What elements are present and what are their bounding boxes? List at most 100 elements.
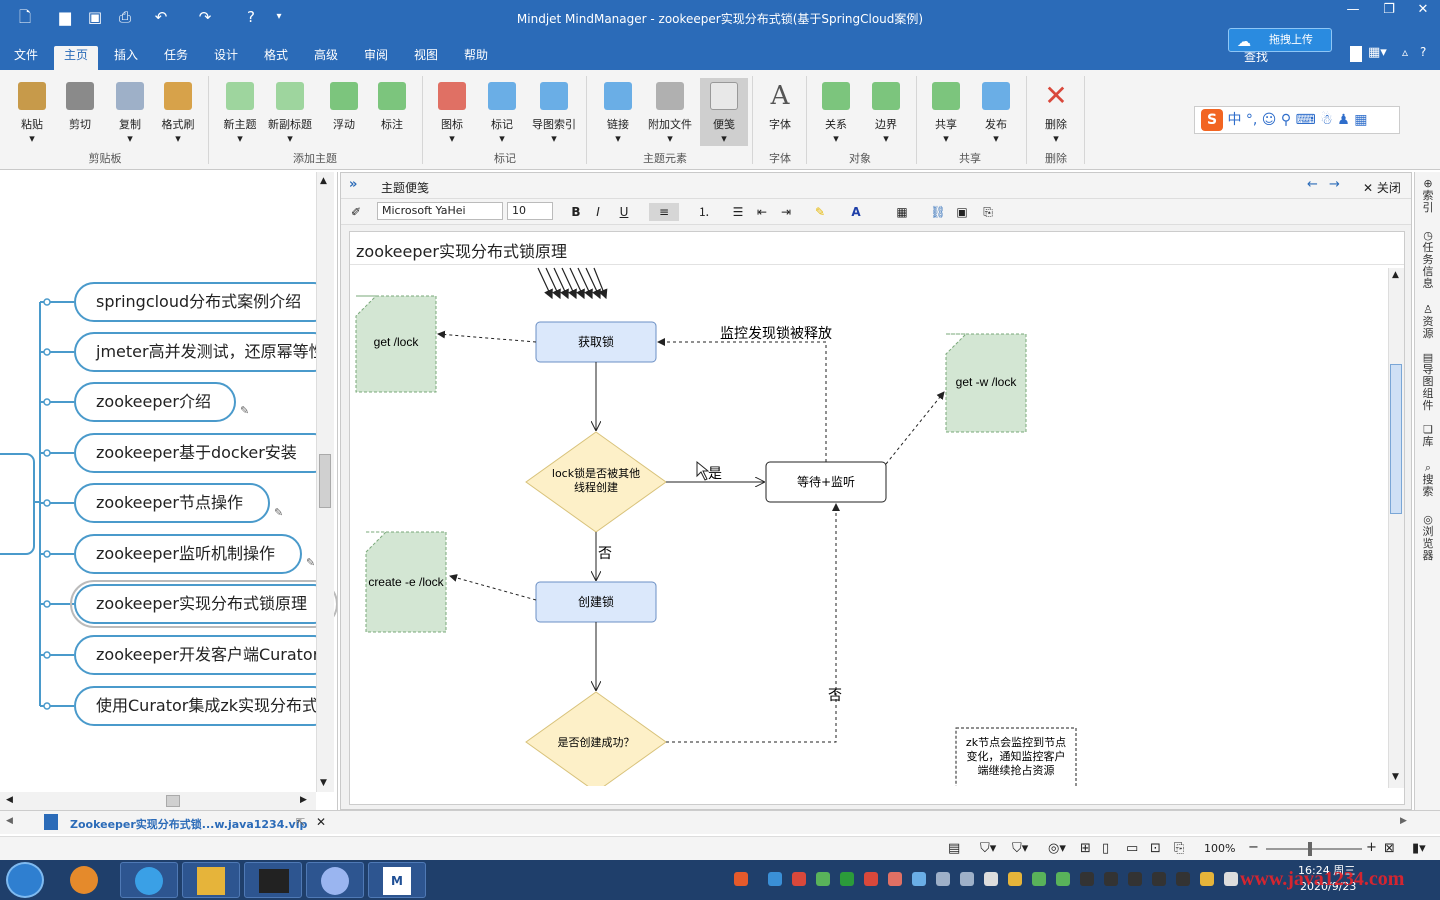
tray-icon[interactable] xyxy=(864,872,878,886)
tab-file[interactable]: 文件 xyxy=(14,48,39,62)
new-subtopic-button[interactable]: 新副标题▾ xyxy=(266,78,314,146)
delete-button[interactable]: ✕删除▾ xyxy=(1032,78,1080,146)
minimize-button[interactable]: — xyxy=(1346,2,1360,17)
topic-item-selected[interactable]: zookeeper实现分布式锁原理 xyxy=(70,580,337,628)
close-tab-icon[interactable]: ✕ xyxy=(316,815,327,829)
taskbar-app-mindmanager[interactable]: M xyxy=(368,862,426,898)
decrease-indent-button[interactable]: ⇤ xyxy=(756,205,768,219)
paste-button[interactable]: 粘贴▾ xyxy=(8,78,56,146)
highlight-icon[interactable]: ✎ xyxy=(814,205,826,219)
previous-icon[interactable]: ← xyxy=(1307,177,1318,192)
scroll-down-icon[interactable]: ▼ xyxy=(1392,772,1399,782)
expand-pane-icon[interactable]: » xyxy=(349,177,358,192)
taskbar-app-1[interactable] xyxy=(56,862,114,898)
tray-icon[interactable] xyxy=(912,872,926,886)
topic-item[interactable]: zookeeper节点操作 xyxy=(74,483,270,523)
attachment-button[interactable]: 附加文件▾ xyxy=(646,78,694,146)
redo-icon[interactable]: ↷ xyxy=(198,8,212,26)
tray-icon[interactable] xyxy=(1200,872,1214,886)
tray-icon[interactable] xyxy=(1032,872,1046,886)
tray-icon[interactable] xyxy=(888,872,902,886)
boundary-button[interactable]: 边界▾ xyxy=(862,78,910,146)
scroll-down-icon[interactable]: ▼ xyxy=(320,778,327,788)
layout-options-icon[interactable]: ▦▾ xyxy=(1368,45,1387,60)
increase-indent-button[interactable]: ⇥ xyxy=(780,205,792,219)
zoom-slider[interactable] xyxy=(1266,848,1362,850)
tray-icon[interactable] xyxy=(936,872,950,886)
tab-scroll-right-icon[interactable]: ▶ xyxy=(1400,816,1407,826)
qq-tray-icon[interactable] xyxy=(1080,872,1094,886)
help-icon[interactable]: ? xyxy=(247,8,255,26)
notes-editor[interactable]: zookeeper实现分布式锁原理 get /lock get -w /lock… xyxy=(349,231,1405,805)
tab-design[interactable]: 设计 xyxy=(214,48,239,62)
taskbar-app-2[interactable] xyxy=(120,862,178,898)
publish-button[interactable]: 发布▾ xyxy=(972,78,1020,146)
scroll-up-icon[interactable]: ▲ xyxy=(1392,270,1399,280)
insert-options-icon[interactable]: ⎘ xyxy=(983,205,993,219)
taskbar-app-5[interactable] xyxy=(306,862,364,898)
taskbar-app-3[interactable] xyxy=(182,862,240,898)
hyperlink-icon[interactable]: ⛓ xyxy=(930,205,946,219)
next-icon[interactable]: → xyxy=(1329,177,1340,192)
document-tab[interactable]: Zookeeper实现分布式锁...w.java1234.vip xyxy=(70,818,308,831)
font-color-icon[interactable]: A xyxy=(851,205,861,219)
mindmap-pane[interactable]: springcloud分布式案例介绍 jmeter高并发测试，还原幂等性 zoo… xyxy=(0,172,338,810)
clock-date[interactable]: 2020/9/23 xyxy=(1300,880,1357,893)
tray-icon[interactable] xyxy=(816,872,830,886)
tab-tasks[interactable]: 任务 xyxy=(164,48,189,62)
sidebar-item-search[interactable]: ⌕搜索 xyxy=(1419,462,1437,498)
scrollbar-thumb[interactable] xyxy=(166,795,180,807)
mindmap-vertical-scrollbar[interactable]: ▲ ▼ xyxy=(316,172,334,792)
tray-icon[interactable] xyxy=(734,872,748,886)
save-icon[interactable]: ▣ xyxy=(87,8,103,26)
filter-icon[interactable]: ⛉▾ xyxy=(980,841,997,856)
attachment-icon[interactable]: ⎘ xyxy=(1174,841,1185,856)
topic-item[interactable]: zookeeper监听机制操作 xyxy=(74,534,302,574)
sidebar-item-index[interactable]: ⊕索引 xyxy=(1419,178,1437,214)
collapse-ribbon-icon[interactable]: ▵ xyxy=(1402,45,1409,59)
icons-button[interactable]: 图标▾ xyxy=(428,78,476,146)
mindmap-horizontal-scrollbar[interactable]: ◀ ▶ xyxy=(0,792,316,810)
tab-insert[interactable]: 插入 xyxy=(114,48,139,62)
link-button[interactable]: 链接▾ xyxy=(594,78,642,146)
numbered-list-button[interactable]: ⒈ xyxy=(697,205,710,219)
view-icon[interactable]: ▤ xyxy=(948,841,961,856)
taskbar-app-4[interactable] xyxy=(244,862,302,898)
underline-button[interactable]: U xyxy=(619,205,629,219)
notes-button[interactable]: 便笺▾ xyxy=(700,78,748,146)
volume-icon[interactable] xyxy=(1224,872,1238,886)
relationship-button[interactable]: 关系▾ xyxy=(812,78,860,146)
tab-format[interactable]: 格式 xyxy=(264,48,289,62)
scroll-up-icon[interactable]: ▲ xyxy=(320,176,327,186)
tag-button[interactable]: 标记▾ xyxy=(478,78,526,146)
image-icon[interactable]: ▣ xyxy=(956,205,968,219)
sidebar-item-resources[interactable]: ♙资源 xyxy=(1419,304,1437,340)
close-notes-button[interactable]: ✕ 关闭 xyxy=(1363,181,1401,195)
layout-icon[interactable]: ⊡ xyxy=(1150,841,1161,856)
zoom-slider-thumb[interactable] xyxy=(1308,842,1312,856)
qq-tray-icon[interactable] xyxy=(1128,872,1142,886)
bold-button[interactable]: B xyxy=(571,205,581,219)
tab-scroll-left-icon[interactable]: ◀ xyxy=(6,816,13,826)
sidebar-item-browser[interactable]: ◎浏览器 xyxy=(1419,514,1437,562)
scrollbar-thumb[interactable] xyxy=(1390,364,1402,514)
search-label[interactable]: 查找 xyxy=(1244,50,1269,64)
tab-review[interactable]: 审阅 xyxy=(364,48,389,62)
qq-tray-icon[interactable] xyxy=(1176,872,1190,886)
callout-button[interactable]: 标注 xyxy=(368,78,416,146)
panel-toggle-icon[interactable] xyxy=(1350,46,1362,62)
tray-icon[interactable] xyxy=(1056,872,1070,886)
tab-advanced[interactable]: 高级 xyxy=(314,48,339,62)
font-size-select[interactable]: 10 xyxy=(507,202,553,220)
scroll-left-icon[interactable]: ◀ xyxy=(6,795,13,805)
new-topic-button[interactable]: 新主题▾ xyxy=(216,78,264,146)
tray-icon[interactable] xyxy=(792,872,806,886)
page-icon[interactable]: ▯ xyxy=(1102,841,1110,856)
table-icon[interactable]: ▦ xyxy=(896,205,908,219)
new-file-icon[interactable]: 🗋 xyxy=(18,8,32,26)
qq-tray-icon[interactable] xyxy=(1152,872,1166,886)
cloud-upload-button[interactable]: ☁ 拖拽上传 xyxy=(1228,28,1332,52)
scrollbar-thumb[interactable] xyxy=(319,454,331,508)
focus-icon[interactable]: ◎▾ xyxy=(1048,841,1066,856)
